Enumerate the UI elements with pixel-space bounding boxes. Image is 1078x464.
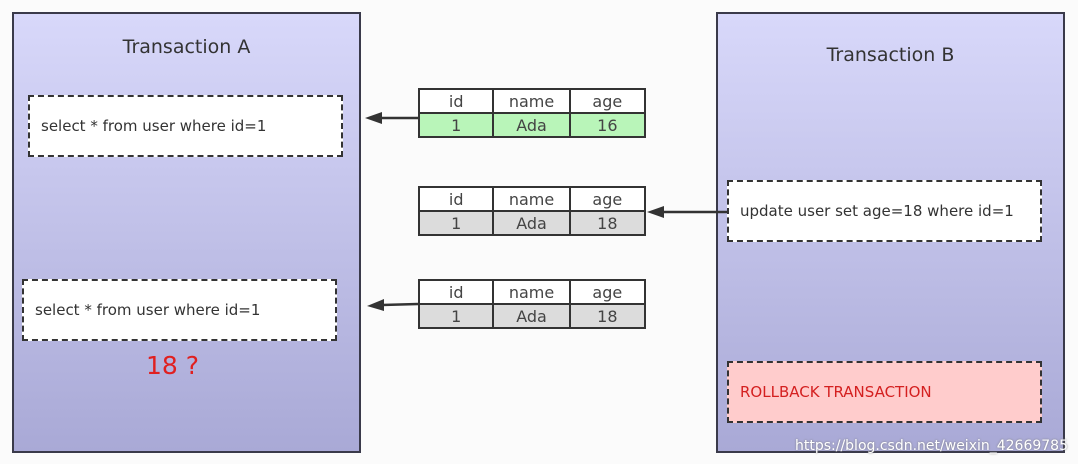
arrow-table3-to-select2 [381, 302, 419, 307]
cell-name: Ada [492, 112, 571, 138]
cell-age: 18 [568, 303, 647, 329]
cell-age: 18 [568, 210, 647, 236]
arrowhead-icon [647, 206, 664, 218]
header-name: name [492, 186, 571, 212]
transaction-a-title: Transaction A [122, 36, 251, 58]
cell-age: 16 [568, 112, 647, 138]
cell-name: Ada [492, 303, 571, 329]
header-name: name [492, 279, 571, 305]
transaction-b-rollback: ROLLBACK TRANSACTION [727, 361, 1042, 423]
result-question: 18 ? [146, 351, 200, 380]
cell-id: 1 [417, 210, 495, 236]
header-age: age [568, 186, 647, 212]
cell-id: 1 [417, 303, 495, 329]
transaction-b-title: Transaction B [826, 44, 955, 66]
cell-name: Ada [492, 210, 571, 236]
transaction-b-update: update user set age=18 where id=1 [727, 180, 1042, 242]
transaction-a-select-2: select * from user where id=1 [22, 279, 337, 341]
transaction-a-select-1: select * from user where id=1 [28, 95, 343, 157]
transaction-a-panel: Transaction A [12, 12, 361, 453]
header-age: age [568, 88, 647, 114]
arrowhead-icon [365, 112, 382, 124]
header-id: id [417, 186, 495, 212]
arrowhead-icon [367, 299, 384, 311]
header-id: id [417, 88, 495, 114]
header-id: id [417, 279, 495, 305]
watermark: https://blog.csdn.net/weixin_42669785 [794, 438, 1068, 454]
header-age: age [568, 279, 647, 305]
header-name: name [492, 88, 571, 114]
cell-id: 1 [417, 112, 495, 138]
